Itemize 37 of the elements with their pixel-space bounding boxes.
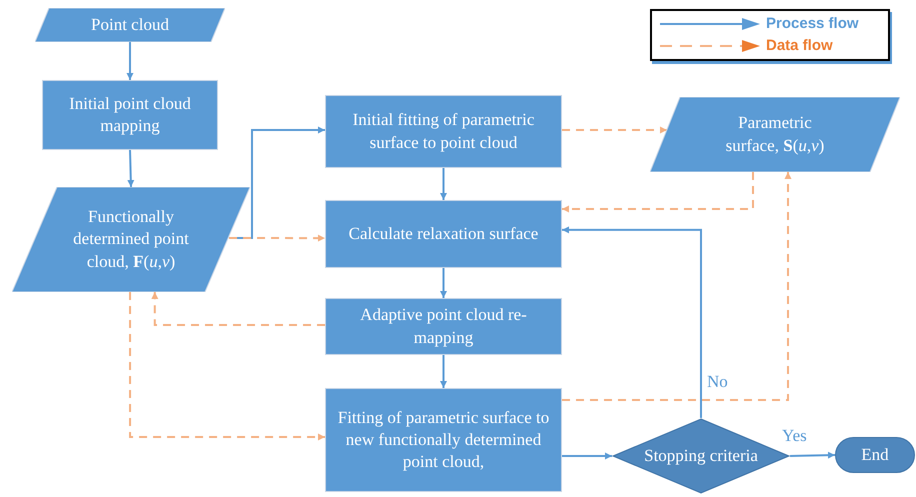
terminator-pill — [835, 437, 915, 473]
dashed-arrow — [229, 234, 325, 242]
node-text: Initial point cloud mapping — [68, 92, 192, 137]
node-text: Initial fitting of parametric surface to point cloud — [352, 109, 536, 154]
arrow — [790, 452, 836, 459]
arrow — [440, 168, 447, 200]
process-box — [42, 80, 218, 150]
node-text: Calculate relaxation surface — [348, 222, 538, 245]
input-parallelogram — [35, 8, 225, 42]
arrow — [126, 42, 134, 80]
process-box — [325, 298, 562, 355]
node-text: End — [861, 444, 889, 466]
process-box — [325, 388, 562, 492]
dashed-arrow — [562, 126, 667, 134]
process-box — [325, 95, 562, 168]
node-text: Stopping criteria — [644, 444, 758, 467]
legend-text: Data flow — [766, 36, 833, 56]
arrow — [562, 226, 702, 418]
node-text: Point cloud — [91, 14, 169, 36]
node-text: Fitting of parametric surface to new functionally determined point cloud, — [336, 406, 550, 474]
node-text: Parametric surface, S(u,v) — [724, 112, 826, 156]
dashed-arrow — [151, 292, 325, 326]
data-parallelogram — [650, 97, 900, 172]
node-text: Functionally determined point cloud, F(u,v) — [72, 206, 190, 273]
process-box — [325, 200, 562, 268]
arrow — [562, 452, 612, 460]
dashed-arrow — [129, 292, 325, 440]
dashed-arrow — [562, 172, 754, 212]
edge-label: No — [705, 373, 730, 390]
arrow — [440, 268, 447, 298]
arrow — [440, 355, 447, 388]
dashed-arrow — [562, 172, 792, 401]
edge-label: Yes — [780, 427, 809, 444]
arrow — [127, 150, 134, 188]
data-parallelogram — [12, 187, 250, 292]
legend-text: Process flow — [766, 14, 859, 34]
node-text: Adaptive point cloud re-mapping — [359, 304, 528, 349]
